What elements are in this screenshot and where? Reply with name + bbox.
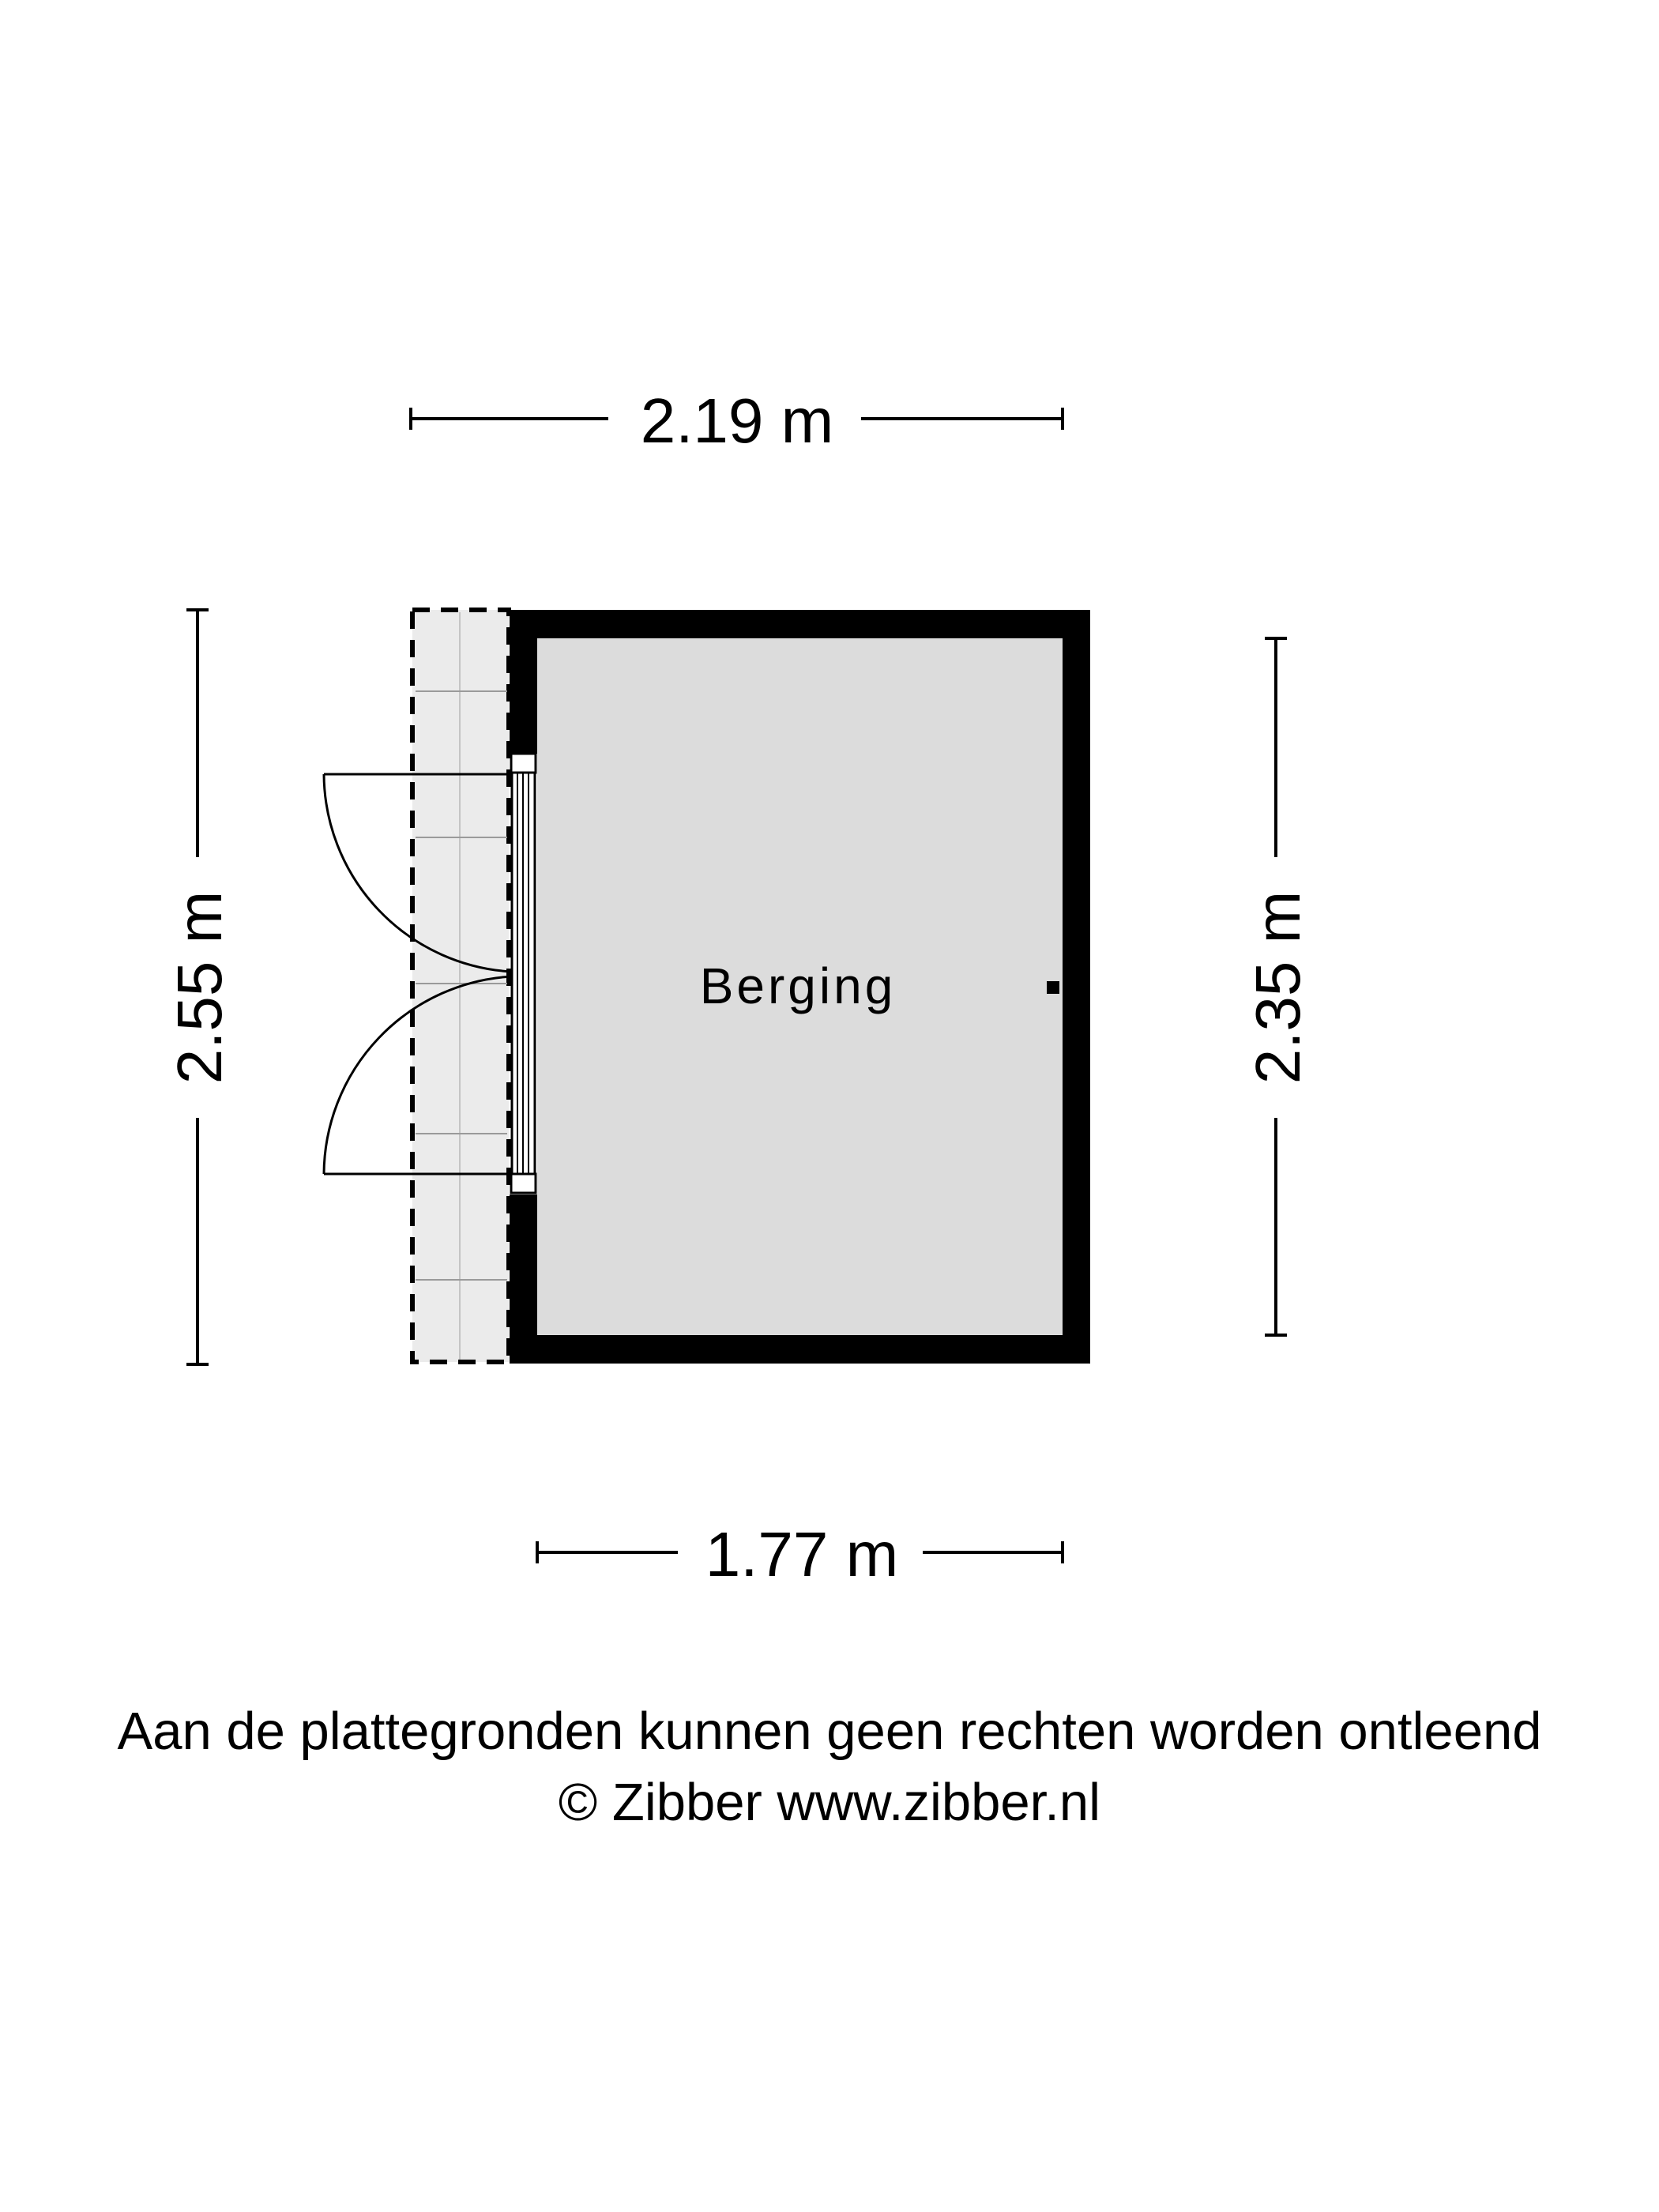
dimension-top: 2.19 m <box>409 379 1064 458</box>
dimension-bottom: 1.77 m <box>536 1513 1064 1592</box>
dimension-left: 2.55 m <box>158 608 237 1366</box>
dimension-right: 2.35 m <box>1236 637 1315 1337</box>
double-door <box>322 752 537 1194</box>
room-floor <box>537 638 1063 1335</box>
wall-marker <box>1047 981 1059 994</box>
dimension-right-label: 2.35 m <box>1243 891 1313 1085</box>
disclaimer-text: Aan de plattegronden kunnen geen rechten… <box>117 1702 1542 1761</box>
dimension-top-label: 2.19 m <box>641 386 834 456</box>
copyright-text: © Zibber www.zibber.nl <box>558 1773 1101 1832</box>
walls <box>510 610 1090 1364</box>
dimension-bottom-label: 1.77 m <box>705 1519 899 1589</box>
room-label: Berging <box>700 957 897 1014</box>
dimension-left-label: 2.55 m <box>164 891 235 1085</box>
